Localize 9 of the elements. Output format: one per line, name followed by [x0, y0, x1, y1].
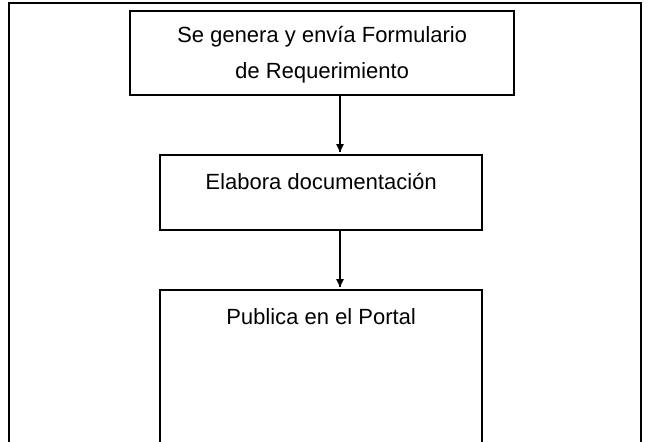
arrow: [336, 230, 344, 287]
box-text: Elabora documentación: [204, 168, 438, 196]
process-box: [159, 154, 483, 231]
process-box: [159, 289, 483, 442]
process-box: [129, 10, 515, 96]
box-text: Se genera y envía Formulario de Requerimiento: [176, 21, 468, 85]
box-text: Publica en el Portal: [225, 303, 417, 331]
frame-border: [8, 2, 642, 442]
arrow: [336, 95, 344, 152]
